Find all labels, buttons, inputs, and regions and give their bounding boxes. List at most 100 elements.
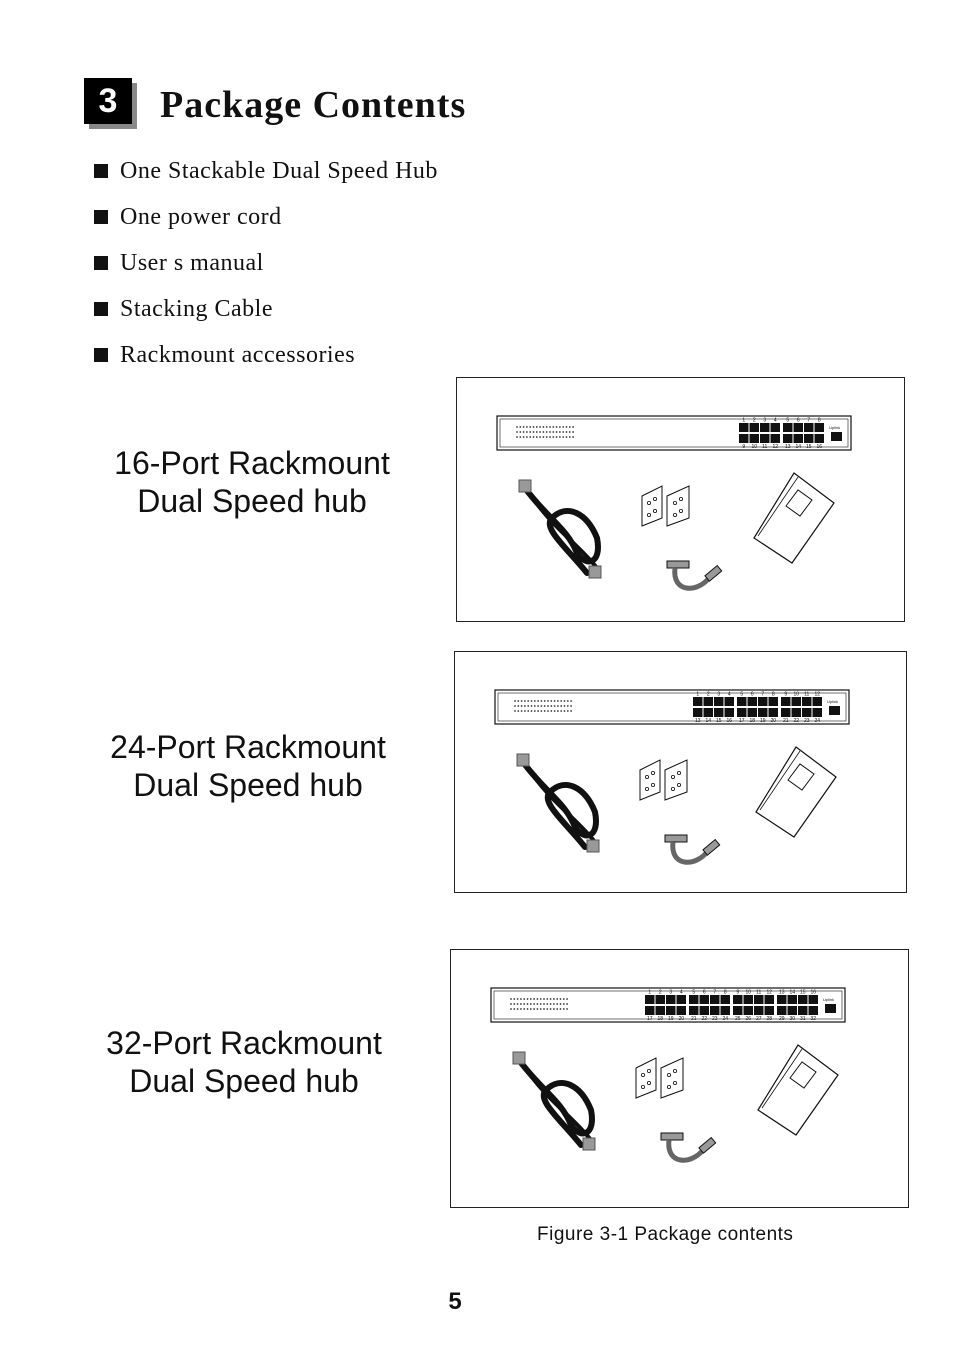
led-indicator bbox=[545, 436, 548, 438]
port-number-label: 14 bbox=[795, 444, 801, 450]
led-indicator bbox=[546, 998, 549, 1000]
led-indicator bbox=[543, 700, 546, 702]
rj45-port-icon bbox=[703, 697, 713, 706]
led-indicator bbox=[533, 998, 535, 1000]
port-number-label: 12 bbox=[766, 990, 772, 996]
led-indicator bbox=[520, 705, 523, 707]
led-indicator bbox=[536, 1008, 539, 1010]
port-number-label: 16 bbox=[810, 990, 816, 996]
package-illustration-24-port: 113214315416517618719820921102211231224U… bbox=[494, 689, 850, 865]
led-indicator bbox=[537, 710, 539, 712]
led-indicator bbox=[523, 998, 526, 1000]
connector-icon bbox=[660, 1132, 684, 1141]
led-indicator bbox=[532, 436, 535, 438]
led-indicator bbox=[563, 705, 566, 707]
screw-hole-icon bbox=[650, 771, 655, 776]
led-indicator bbox=[527, 705, 530, 707]
led-indicator bbox=[553, 710, 556, 712]
rj45-port-icon bbox=[791, 708, 801, 717]
figure-caption: Figure 3-1 Package contents bbox=[537, 1224, 794, 1245]
uplink-label: Uplink bbox=[829, 425, 840, 430]
led-indicator bbox=[532, 426, 535, 428]
stacking-cable-icon bbox=[664, 834, 721, 865]
led-indicator bbox=[535, 431, 538, 433]
port-number-label: 9 bbox=[784, 692, 787, 698]
rj45-port-icon bbox=[666, 1006, 676, 1015]
led-indicator bbox=[542, 431, 545, 433]
led-indicator bbox=[559, 1008, 562, 1010]
port-number-label: 20 bbox=[770, 718, 776, 724]
screw-hole-icon bbox=[666, 1084, 671, 1089]
port-number-label: 6 bbox=[751, 692, 754, 698]
led-indicator bbox=[547, 700, 549, 702]
led-indicator bbox=[570, 710, 572, 712]
list-item: One Stackable Dual Speed Hub bbox=[94, 148, 438, 194]
led-indicator bbox=[539, 1008, 542, 1010]
power-cord-icon bbox=[518, 479, 602, 579]
chapter-number-badge: 3 bbox=[84, 78, 132, 124]
led-indicator bbox=[560, 700, 563, 702]
led-indicator bbox=[562, 426, 565, 428]
led-indicator bbox=[537, 705, 539, 707]
led-indicator bbox=[540, 705, 543, 707]
led-indicator bbox=[533, 705, 536, 707]
rj45-port-icon bbox=[693, 697, 703, 706]
led-indicator bbox=[550, 710, 553, 712]
screw-hole-icon bbox=[676, 771, 681, 776]
port-number-label: 26 bbox=[745, 1016, 751, 1022]
led-indicator bbox=[572, 431, 574, 433]
port-number-label: 7 bbox=[761, 692, 764, 698]
connector-icon bbox=[666, 560, 690, 569]
port-number-label: 7 bbox=[713, 990, 716, 996]
rj45-port-icon bbox=[749, 423, 759, 432]
led-indicator bbox=[522, 436, 525, 438]
rj45-port-icon bbox=[798, 1006, 808, 1015]
led-indicator bbox=[552, 426, 555, 428]
port-number-label: 5 bbox=[692, 990, 695, 996]
port-number-label: 1 bbox=[696, 692, 699, 698]
led-indicator bbox=[549, 1003, 552, 1005]
led-indicator bbox=[524, 705, 526, 707]
led-indicator bbox=[566, 998, 568, 1000]
port-number-label: 16 bbox=[726, 718, 732, 724]
led-indicator bbox=[526, 426, 528, 428]
led-indicator bbox=[527, 710, 530, 712]
port-number-label: 14 bbox=[789, 990, 795, 996]
port-number-label: 5 bbox=[740, 692, 743, 698]
rj45-port-icon bbox=[781, 708, 791, 717]
rj45-port-icon bbox=[777, 1006, 787, 1015]
led-indicator bbox=[514, 705, 516, 707]
port-number-label: 18 bbox=[657, 1016, 663, 1022]
port-number-label: 22 bbox=[793, 718, 799, 724]
rj45-port-icon bbox=[768, 708, 778, 717]
screw-hole-icon bbox=[670, 786, 675, 791]
led-indicator bbox=[562, 431, 565, 433]
led-indicator bbox=[533, 1008, 535, 1010]
rj45-port-icon bbox=[814, 423, 824, 432]
led-indicator bbox=[543, 998, 545, 1000]
led-indicator bbox=[514, 700, 516, 702]
rj45-port-icon bbox=[645, 1006, 655, 1015]
led-indicator bbox=[526, 998, 529, 1000]
led-indicator bbox=[565, 426, 568, 428]
bullet-square-icon bbox=[94, 302, 108, 316]
led-indicator bbox=[520, 998, 522, 1000]
led-indicator bbox=[542, 436, 545, 438]
led-indicator bbox=[560, 705, 563, 707]
led-indicator bbox=[566, 1008, 568, 1010]
port-number-label: 8 bbox=[818, 418, 821, 424]
rj45-port-icon bbox=[747, 697, 757, 706]
led-indicator bbox=[533, 700, 536, 702]
rj45-port-icon bbox=[812, 708, 822, 717]
led-indicator bbox=[523, 1008, 526, 1010]
list-item: One power cord bbox=[94, 194, 438, 240]
rack-bracket-icon bbox=[641, 485, 690, 527]
screw-hole-icon bbox=[644, 786, 649, 791]
manual-icon bbox=[753, 472, 835, 564]
port-number-label: 15 bbox=[806, 444, 812, 450]
rj45-port-icon bbox=[699, 995, 709, 1004]
connector-icon bbox=[664, 834, 688, 843]
led-indicator bbox=[526, 1003, 529, 1005]
led-indicator bbox=[572, 426, 574, 428]
led-indicator bbox=[545, 426, 548, 428]
